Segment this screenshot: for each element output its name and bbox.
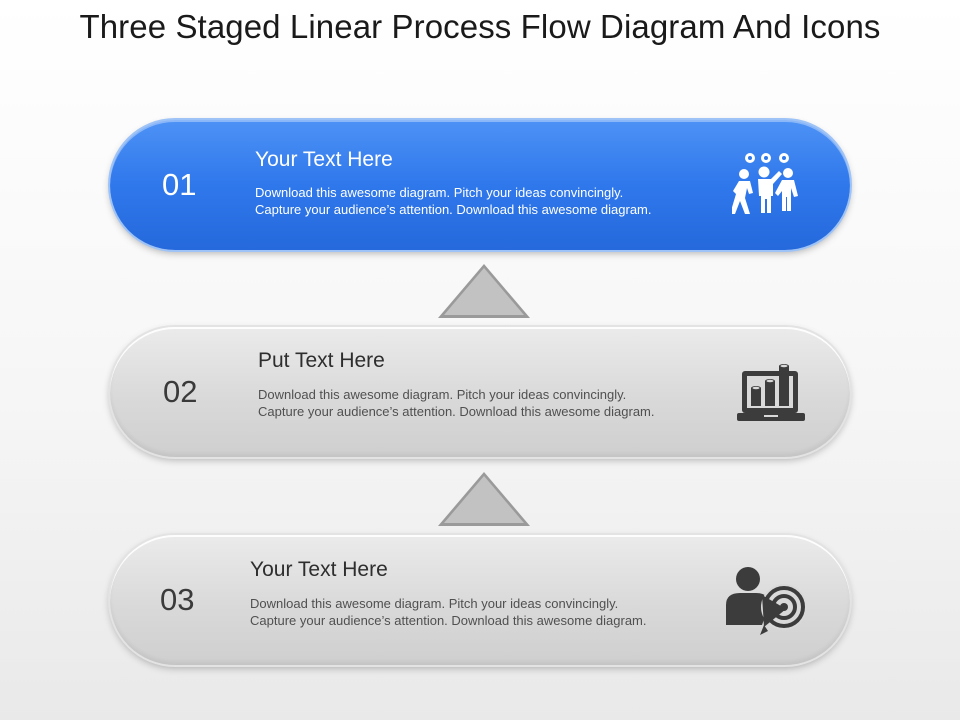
- stage-heading: Your Text Here: [250, 558, 388, 581]
- stage-01: 01 Your Text Here Download this awesome …: [110, 120, 850, 250]
- page-title: Three Staged Linear Process Flow Diagram…: [79, 8, 881, 45]
- stage-number: 02: [163, 374, 198, 409]
- stage-description: Download this awesome diagram. Pitch you…: [255, 184, 725, 218]
- description-line-2: Capture your audience’s attention. Downl…: [255, 202, 652, 217]
- up-arrow: [438, 472, 530, 526]
- laptop-bar-chart-icon: [737, 364, 805, 421]
- up-arrow: [438, 264, 530, 318]
- description-line-1: Download this awesome diagram. Pitch you…: [250, 596, 619, 611]
- stage-description: Download this awesome diagram. Pitch you…: [250, 595, 720, 629]
- stage-heading: Your Text Here: [255, 148, 393, 171]
- stage-number: 01: [162, 167, 197, 202]
- stage-description: Download this awesome diagram. Pitch you…: [258, 386, 728, 420]
- stage-03: 03 Your Text Here Download this awesome …: [110, 535, 850, 665]
- stage-02: 02 Put Text Here Download this awesome d…: [110, 327, 850, 457]
- description-line-2: Capture your audience’s attention. Downl…: [258, 404, 655, 419]
- description-line-1: Download this awesome diagram. Pitch you…: [258, 387, 627, 402]
- description-line-2: Capture your audience’s attention. Downl…: [250, 613, 647, 628]
- description-line-1: Download this awesome diagram. Pitch you…: [255, 185, 624, 200]
- stage-heading: Put Text Here: [258, 349, 385, 372]
- person-target-icon: [726, 567, 807, 635]
- team-gears-icon: [732, 153, 798, 214]
- stage-number: 03: [160, 582, 195, 617]
